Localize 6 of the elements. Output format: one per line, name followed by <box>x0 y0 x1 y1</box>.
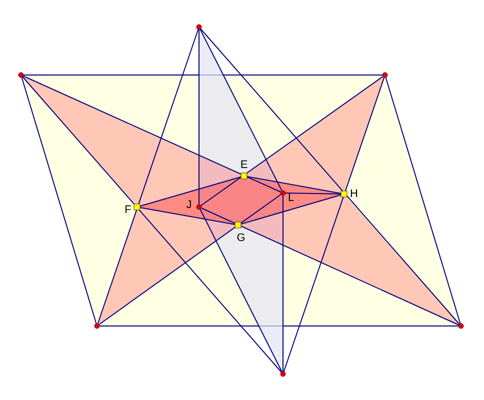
point-label: F <box>124 204 132 216</box>
point-label: J <box>186 199 192 211</box>
point-label: G <box>236 232 246 244</box>
point-label: L <box>288 192 294 204</box>
point-label: H <box>350 188 358 200</box>
point-label: E <box>240 159 248 171</box>
